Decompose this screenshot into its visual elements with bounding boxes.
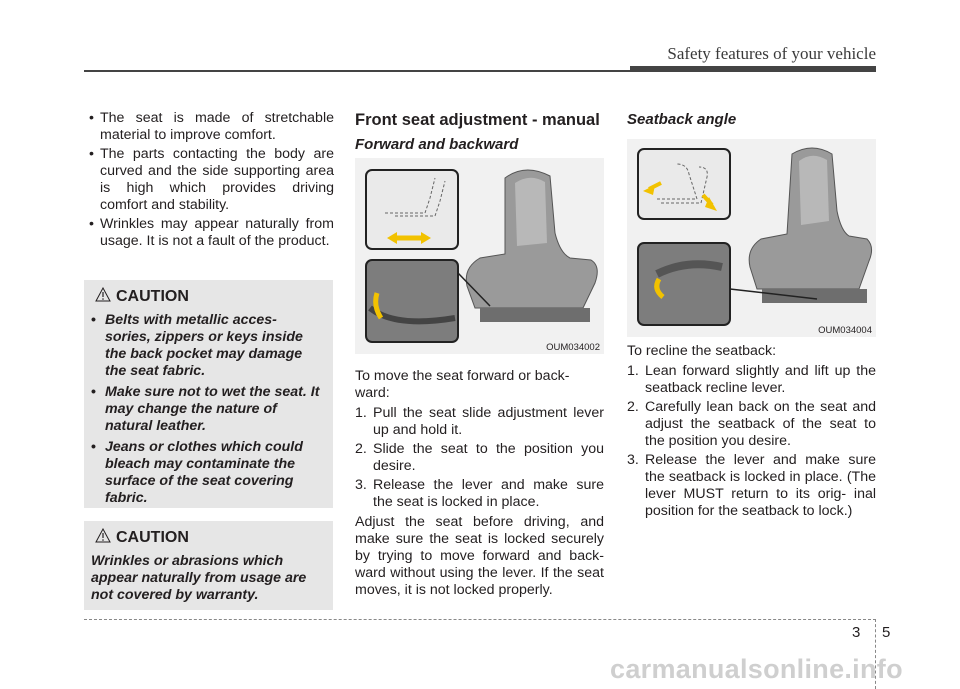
warning-triangle-icon: [95, 286, 111, 307]
seatback-instructions: To recline the seatback: 1.Lean forward …: [627, 343, 876, 522]
intro-text: To move the seat forward or back- ward:: [355, 368, 570, 401]
caution-box-warranty: CAUTION Wrinkles or abrasions which appe…: [84, 521, 333, 610]
caution-item: Jeans or clothes which could bleach may …: [91, 439, 323, 507]
intro-text: To recline the seatback:: [627, 343, 777, 359]
list-item: The seat is made of stretchable material…: [88, 110, 334, 144]
list-item: The parts contacting the body are curved…: [88, 146, 334, 214]
header-rule-thick: [630, 66, 876, 72]
caution-item: Make sure not to wet the seat. It may ch…: [91, 384, 323, 435]
warning-triangle-icon: [95, 527, 111, 548]
subsection-title-seatback-angle: Seatback angle: [627, 111, 737, 128]
step-item: 3.Release the lever and make sure the se…: [627, 452, 876, 519]
watermark[interactable]: carmanualsonline.info: [610, 654, 903, 684]
seat-slide-figure: OUM034002: [365, 169, 600, 353]
step-item: 2.Slide the seat to the position you des…: [355, 441, 604, 474]
caution-text: Wrinkles or abrasions which appear natur…: [91, 553, 307, 603]
figure-code: OUM034002: [546, 342, 600, 353]
seat-slide-illustration: OUM034002: [355, 158, 604, 354]
footer-dashed-rule: [84, 619, 876, 620]
subsection-title-forward-backward: Forward and backward: [355, 136, 519, 153]
caution-item: Belts with metallic acces- sories, zippe…: [91, 312, 323, 380]
running-header: Safety features of your vehicle: [667, 44, 876, 63]
step-item: 1.Lean forward slightly and lift up the …: [627, 363, 876, 396]
header-rule-thin: [84, 70, 630, 72]
figure-code: OUM034004: [818, 325, 872, 336]
note-text: Adjust the seat before driving, and make…: [355, 514, 604, 598]
forward-backward-instructions: To move the seat forward or back- ward: …: [355, 368, 604, 599]
caution-title: CAUTION: [116, 288, 189, 305]
caution-box-fabric: CAUTION Belts with metallic acces- sorie…: [84, 280, 333, 508]
list-item: Wrinkles may appear naturally from usage…: [88, 216, 334, 250]
step-item: 1.Pull the seat slide adjustment lever u…: [355, 405, 604, 438]
step-item: 2.Carefully lean back on the seat and ad…: [627, 399, 876, 449]
section-title: Front seat adjustment - manual: [355, 111, 600, 129]
chapter-number: 3: [852, 624, 861, 641]
step-item: 3.Release the lever and make sure the se…: [355, 477, 604, 510]
footer-dashed-divider: [875, 619, 876, 689]
seat-material-bullets: The seat is made of stretchable material…: [88, 110, 334, 252]
seatback-recline-illustration: OUM034004: [627, 139, 876, 337]
seatback-figure: OUM034004: [637, 147, 873, 336]
caution-title: CAUTION: [116, 529, 189, 546]
page-number: 5: [882, 624, 891, 641]
